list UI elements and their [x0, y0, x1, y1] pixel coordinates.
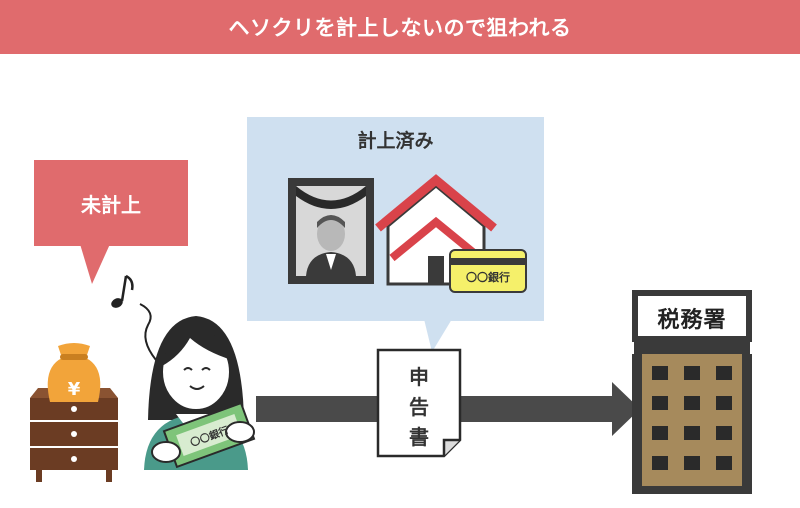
tax-return-char: 書: [409, 425, 429, 449]
music-note-icon: [111, 274, 134, 308]
unrecorded-label: 未計上: [81, 192, 141, 217]
bank-card-icon: [449, 249, 527, 293]
yen-symbol: ¥: [67, 378, 81, 400]
tax-office-building-icon: [632, 290, 752, 494]
unrecorded-bubble: [34, 160, 188, 284]
page-title: ヘソクリを計上しないので狙われる: [0, 0, 800, 54]
tax-return-char: 告: [409, 395, 429, 419]
tax-return-char: 申: [409, 365, 429, 389]
tax-office-sign: 税務署: [657, 308, 727, 333]
thought-squiggle: [139, 303, 157, 361]
dresser-icon: [30, 388, 118, 482]
tax-return-document-icon: [376, 348, 462, 458]
memorial-portrait-icon: [288, 178, 374, 284]
cash-bill-icon: [151, 401, 256, 469]
money-bag-icon: [47, 343, 101, 402]
bank-card-label: 〇〇銀行: [466, 271, 510, 284]
tax-return-label: 申 告 書: [382, 362, 456, 452]
recorded-label: 計上済み: [357, 129, 434, 152]
